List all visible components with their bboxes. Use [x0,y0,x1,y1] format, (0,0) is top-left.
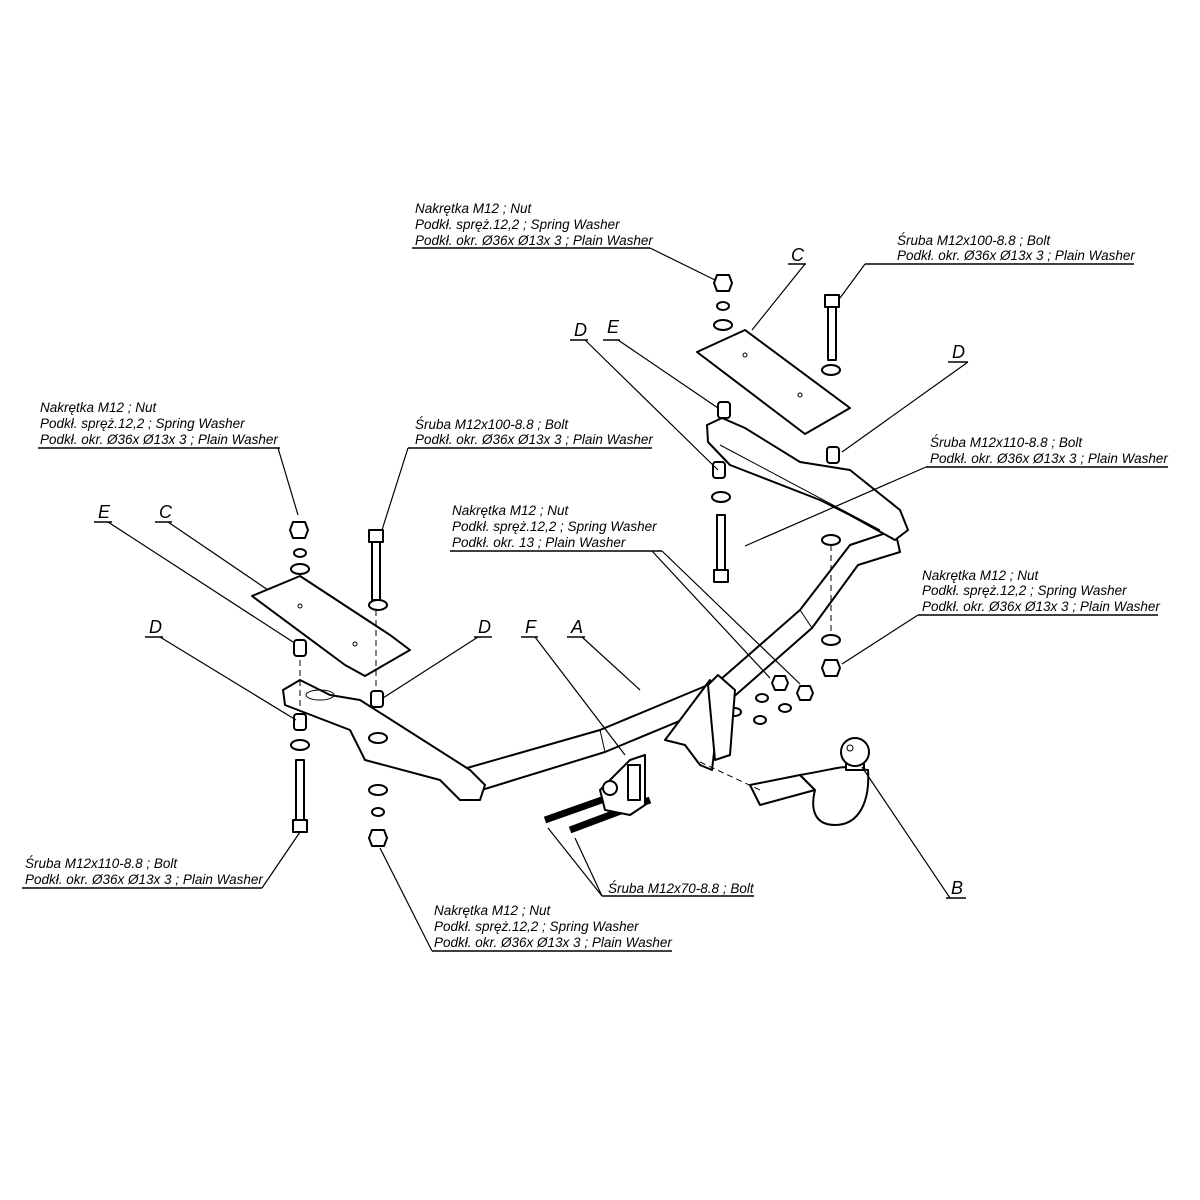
leader-lines [107,247,969,952]
callout-line: Podkł. okr. Ø36x Ø13x 3 ; Plain Washer [434,935,672,950]
callout-line: Nakrętka M12 ; Nut [415,201,533,216]
callout-line: Śruba M12x110-8.8 ; Bolt [930,435,1083,450]
dashed-axis-lines [299,545,832,791]
callout-line: Podkł. spręż.12,2 ; Spring Washer [40,416,245,431]
callout-line: Śruba M12x70-8.8 ; Bolt [608,881,755,896]
callout-line: Nakrętka M12 ; Nut [452,503,570,518]
callout-line: Podkł. okr. Ø36x Ø13x 3 ; Plain Washer [897,248,1135,263]
callout-right-nut: Nakrętka M12 ; Nut Podkł. spręż.12,2 ; S… [918,568,1160,616]
letter-D-right: D [952,342,965,362]
callout-bottom-nut: Nakrętka M12 ; Nut Podkł. spręż.12,2 ; S… [432,903,672,952]
letter-C-right: C [791,245,805,265]
callout-line: Podkł. okr. Ø36x Ø13x 3 ; Plain Washer [415,432,653,447]
letter-C-left: C [159,502,173,522]
letter-B: B [951,878,963,898]
callout-line: Podkł. spręż.12,2 ; Spring Washer [415,217,620,232]
right-bracket [706,417,909,541]
letter-E-top: E [607,317,620,337]
callout-line: Nakrętka M12 ; Nut [40,400,158,415]
nuts-and-washers [289,274,841,847]
socket-plate-F [599,754,646,816]
plate-C-left [251,575,411,677]
callout-line: Podkł. okr. Ø36x Ø13x 3 ; Plain Washer [40,432,278,447]
callout-line: Nakrętka M12 ; Nut [434,903,552,918]
callout-line: Śruba M12x100-8.8 ; Bolt [415,417,569,432]
spacer-bushings [293,401,840,731]
letter-D-top: D [574,320,587,340]
callout-line: Podkł. spręż.12,2 ; Spring Washer [434,919,639,934]
letter-F: F [525,617,537,637]
callout-top-right-bolt: Śruba M12x100-8.8 ; Bolt Podkł. okr. Ø36… [865,233,1135,265]
callout-center-nut: Nakrętka M12 ; Nut Podkł. spręż.12,2 ; S… [450,503,662,552]
callout-line: Podkł. okr. Ø36x Ø13x 3 ; Plain Washer [25,872,263,887]
tow-ball-B [749,737,870,826]
vertical-mount-bracket [664,674,736,771]
callout-line: Podkł. spręż.12,2 ; Spring Washer [452,519,657,534]
letter-A: A [570,617,583,637]
plate-C-right [696,329,851,435]
callout-line: Nakrętka M12 ; Nut [922,568,1040,583]
part-letters: C D D E E C D D F A B [94,245,968,899]
callout-line: Śruba M12x110-8.8 ; Bolt [25,856,178,871]
callout-line: Podkł. okr. 13 ; Plain Washer [452,535,626,550]
callout-line: Podkł. okr. Ø36x Ø13x 3 ; Plain Washer [922,599,1160,614]
callout-line: Podkł. spręż.12,2 ; Spring Washer [922,583,1127,598]
callout-line: Podkł. okr. Ø36x Ø13x 3 ; Plain Washer [930,451,1168,466]
callout-left-bolt: Śruba M12x100-8.8 ; Bolt Podkł. okr. Ø36… [408,417,653,449]
callout-bottom-left-bolt: Śruba M12x110-8.8 ; Bolt Podkł. okr. Ø36… [22,856,263,889]
callout-left-nut: Nakrętka M12 ; Nut Podkł. spręż.12,2 ; S… [38,400,280,449]
callout-line: Śruba M12x100-8.8 ; Bolt [897,233,1051,248]
letter-D-left: D [149,617,162,637]
callout-line: Podkł. okr. Ø36x Ø13x 3 ; Plain Washer [415,233,653,248]
callout-right-bolt: Śruba M12x110-8.8 ; Bolt Podkł. okr. Ø36… [926,435,1168,468]
letter-E-left: E [98,502,111,522]
letter-D-center: D [478,617,491,637]
callout-socket-bolt: Śruba M12x70-8.8 ; Bolt [602,881,755,897]
callout-top-center-nut: Nakrętka M12 ; Nut Podkł. spręż.12,2 ; S… [412,201,653,249]
